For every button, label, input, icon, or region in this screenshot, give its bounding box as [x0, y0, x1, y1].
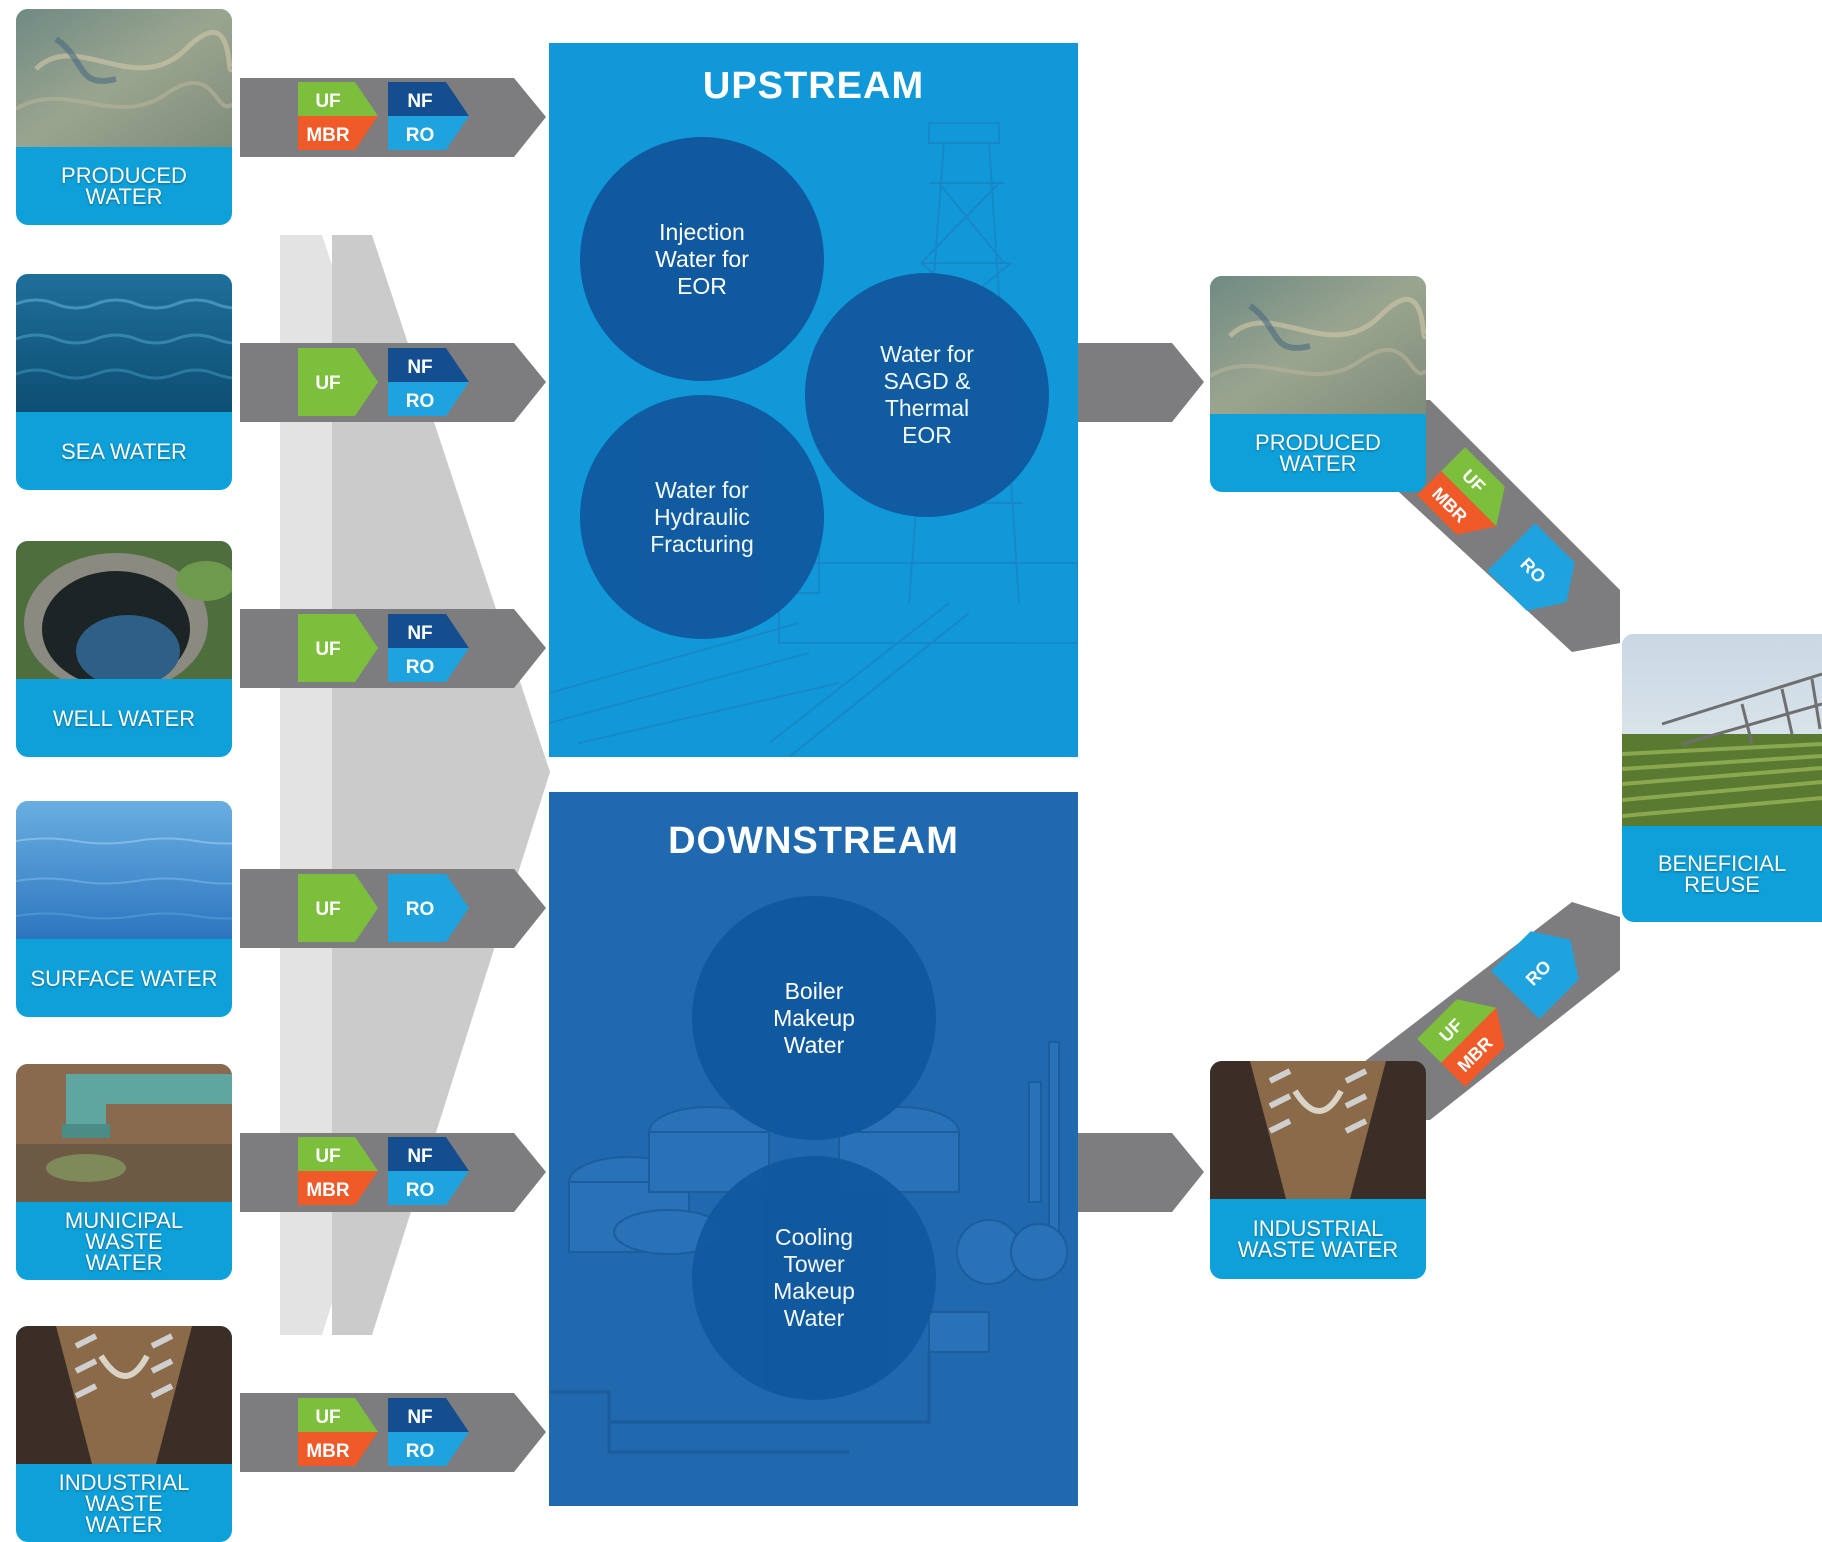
- output-card-beneficial-reuse: BENEFICIAL REUSE: [1622, 634, 1822, 922]
- ro-chip-label: RO: [406, 1180, 435, 1201]
- uf-chip: [298, 874, 378, 942]
- mbr-chip: [1441, 1007, 1505, 1087]
- source-label: SURFACE WATER: [30, 965, 218, 991]
- ro-chip: [388, 116, 469, 150]
- uf-chip: [298, 1137, 378, 1171]
- uf-chip: [298, 1398, 378, 1432]
- source-arrow-1: UF MBR NF RO: [240, 78, 546, 157]
- circle-sagd-thermal: Water for SAGD & Thermal EOR: [805, 273, 1049, 517]
- industrial-waste-water-photo: [1210, 1061, 1426, 1199]
- circle-hydraulic-fracturing: Water for Hydraulic Fracturing: [580, 395, 824, 639]
- source-label: PRODUCED WATER: [61, 163, 187, 209]
- upstream-panel: UPSTREAM Injection Water for EOR Water f…: [549, 43, 1078, 757]
- source-card-surface-water: SURFACE WATER: [16, 801, 232, 1017]
- sea-water-photo: [16, 274, 232, 412]
- uf-chip-label: UF: [315, 373, 340, 394]
- mbr-chip: [298, 1171, 378, 1205]
- output-label: BENEFICIAL REUSE: [1657, 851, 1787, 897]
- ro-chip: [388, 1432, 469, 1466]
- source-card-sea-water: SEA WATER: [16, 274, 232, 490]
- nf-chip: [388, 614, 469, 648]
- produced-water-photo: [16, 9, 232, 147]
- mbr-chip: [298, 116, 378, 150]
- source-card-well-water: WELL WATER: [16, 541, 232, 757]
- source-label: INDUSTRIAL WASTE WATER: [58, 1469, 190, 1537]
- source-label: WELL WATER: [52, 705, 196, 731]
- mbr-chip-label: MBR: [306, 1180, 350, 1201]
- uf-chip: [1417, 999, 1497, 1063]
- surface-water-photo: [16, 801, 232, 939]
- output-card-industrial-waste-water: INDUSTRIAL WASTE WATER: [1210, 1061, 1426, 1279]
- uf-chip-label: UF: [315, 639, 340, 660]
- ro-chip: [388, 648, 469, 682]
- downstream-output-arrow: [1078, 1133, 1204, 1212]
- nf-chip-label: NF: [407, 623, 432, 644]
- downstream-title: DOWNSTREAM: [668, 820, 959, 862]
- source-arrow-6: UF MBR NF RO: [240, 1393, 546, 1472]
- downstream-panel: DOWNSTREAM Boiler Makeup Water Cooling T…: [549, 792, 1078, 1506]
- uf-chip-label: UF: [315, 1146, 340, 1167]
- source-arrow-5: UF MBR NF RO: [240, 1133, 546, 1212]
- uf-chip-label: UF: [315, 91, 340, 112]
- circle-cooling-tower: Cooling Tower Makeup Water: [692, 1156, 936, 1400]
- ro-chip: [388, 1171, 469, 1205]
- ro-chip-label: RO: [406, 1441, 435, 1462]
- uf-chip: [1441, 447, 1505, 527]
- mbr-chip-label: MBR: [306, 125, 350, 146]
- uf-chip: [298, 82, 378, 116]
- circle-injection-water: Injection Water for EOR: [580, 137, 824, 381]
- ro-chip: [1487, 523, 1575, 611]
- well-water-photo: [16, 541, 232, 679]
- nf-chip-label: NF: [407, 1407, 432, 1428]
- ro-chip-label: RO: [406, 125, 435, 146]
- ro-chip-label: RO: [406, 899, 435, 920]
- industrial-waste-water-photo: [16, 1326, 232, 1464]
- ro-chip: [1491, 931, 1579, 1019]
- produced-water-photo: [1210, 276, 1426, 414]
- ro-chip-label: RO: [406, 391, 435, 412]
- source-label: MUNICIPAL WASTE WATER: [64, 1207, 184, 1275]
- nf-chip: [388, 348, 469, 382]
- nf-chip-label: NF: [407, 357, 432, 378]
- municipal-waste-water-photo: [16, 1064, 232, 1202]
- source-label: SEA WATER: [61, 438, 187, 464]
- nf-chip: [388, 1398, 469, 1432]
- nf-chip: [388, 82, 469, 116]
- mbr-chip: [1417, 471, 1497, 535]
- mbr-chip: [298, 1432, 378, 1466]
- irrigation-field-photo: [1622, 634, 1822, 826]
- source-card-produced-water: PRODUCED WATER: [16, 9, 232, 225]
- source-arrow-3: UF NF RO: [240, 609, 546, 688]
- uf-chip: [298, 614, 378, 682]
- upstream-title: UPSTREAM: [702, 65, 925, 107]
- nf-chip-label: NF: [407, 1146, 432, 1167]
- source-card-industrial-waste-water: INDUSTRIAL WASTE WATER: [16, 1326, 232, 1542]
- nf-chip-label: NF: [407, 91, 432, 112]
- uf-chip-label: UF: [315, 1407, 340, 1428]
- source-card-municipal-waste-water: MUNICIPAL WASTE WATER: [16, 1064, 232, 1280]
- ro-chip: [388, 382, 469, 416]
- nf-chip: [388, 1137, 469, 1171]
- output-label: PRODUCED WATER: [1255, 430, 1381, 476]
- source-arrow-2: UF NF RO: [240, 343, 546, 422]
- output-label: INDUSTRIAL WASTE WATER: [1237, 1216, 1399, 1262]
- source-arrow-4: UF RO: [240, 869, 546, 948]
- upstream-output-arrow: [1078, 343, 1204, 422]
- uf-chip: [298, 348, 378, 416]
- ro-chip: [388, 874, 469, 942]
- ro-chip-label: RO: [406, 657, 435, 678]
- output-card-produced-water: PRODUCED WATER: [1210, 276, 1426, 492]
- uf-chip-label: UF: [315, 899, 340, 920]
- mbr-chip-label: MBR: [306, 1441, 350, 1462]
- circle-boiler-makeup: Boiler Makeup Water: [692, 896, 936, 1140]
